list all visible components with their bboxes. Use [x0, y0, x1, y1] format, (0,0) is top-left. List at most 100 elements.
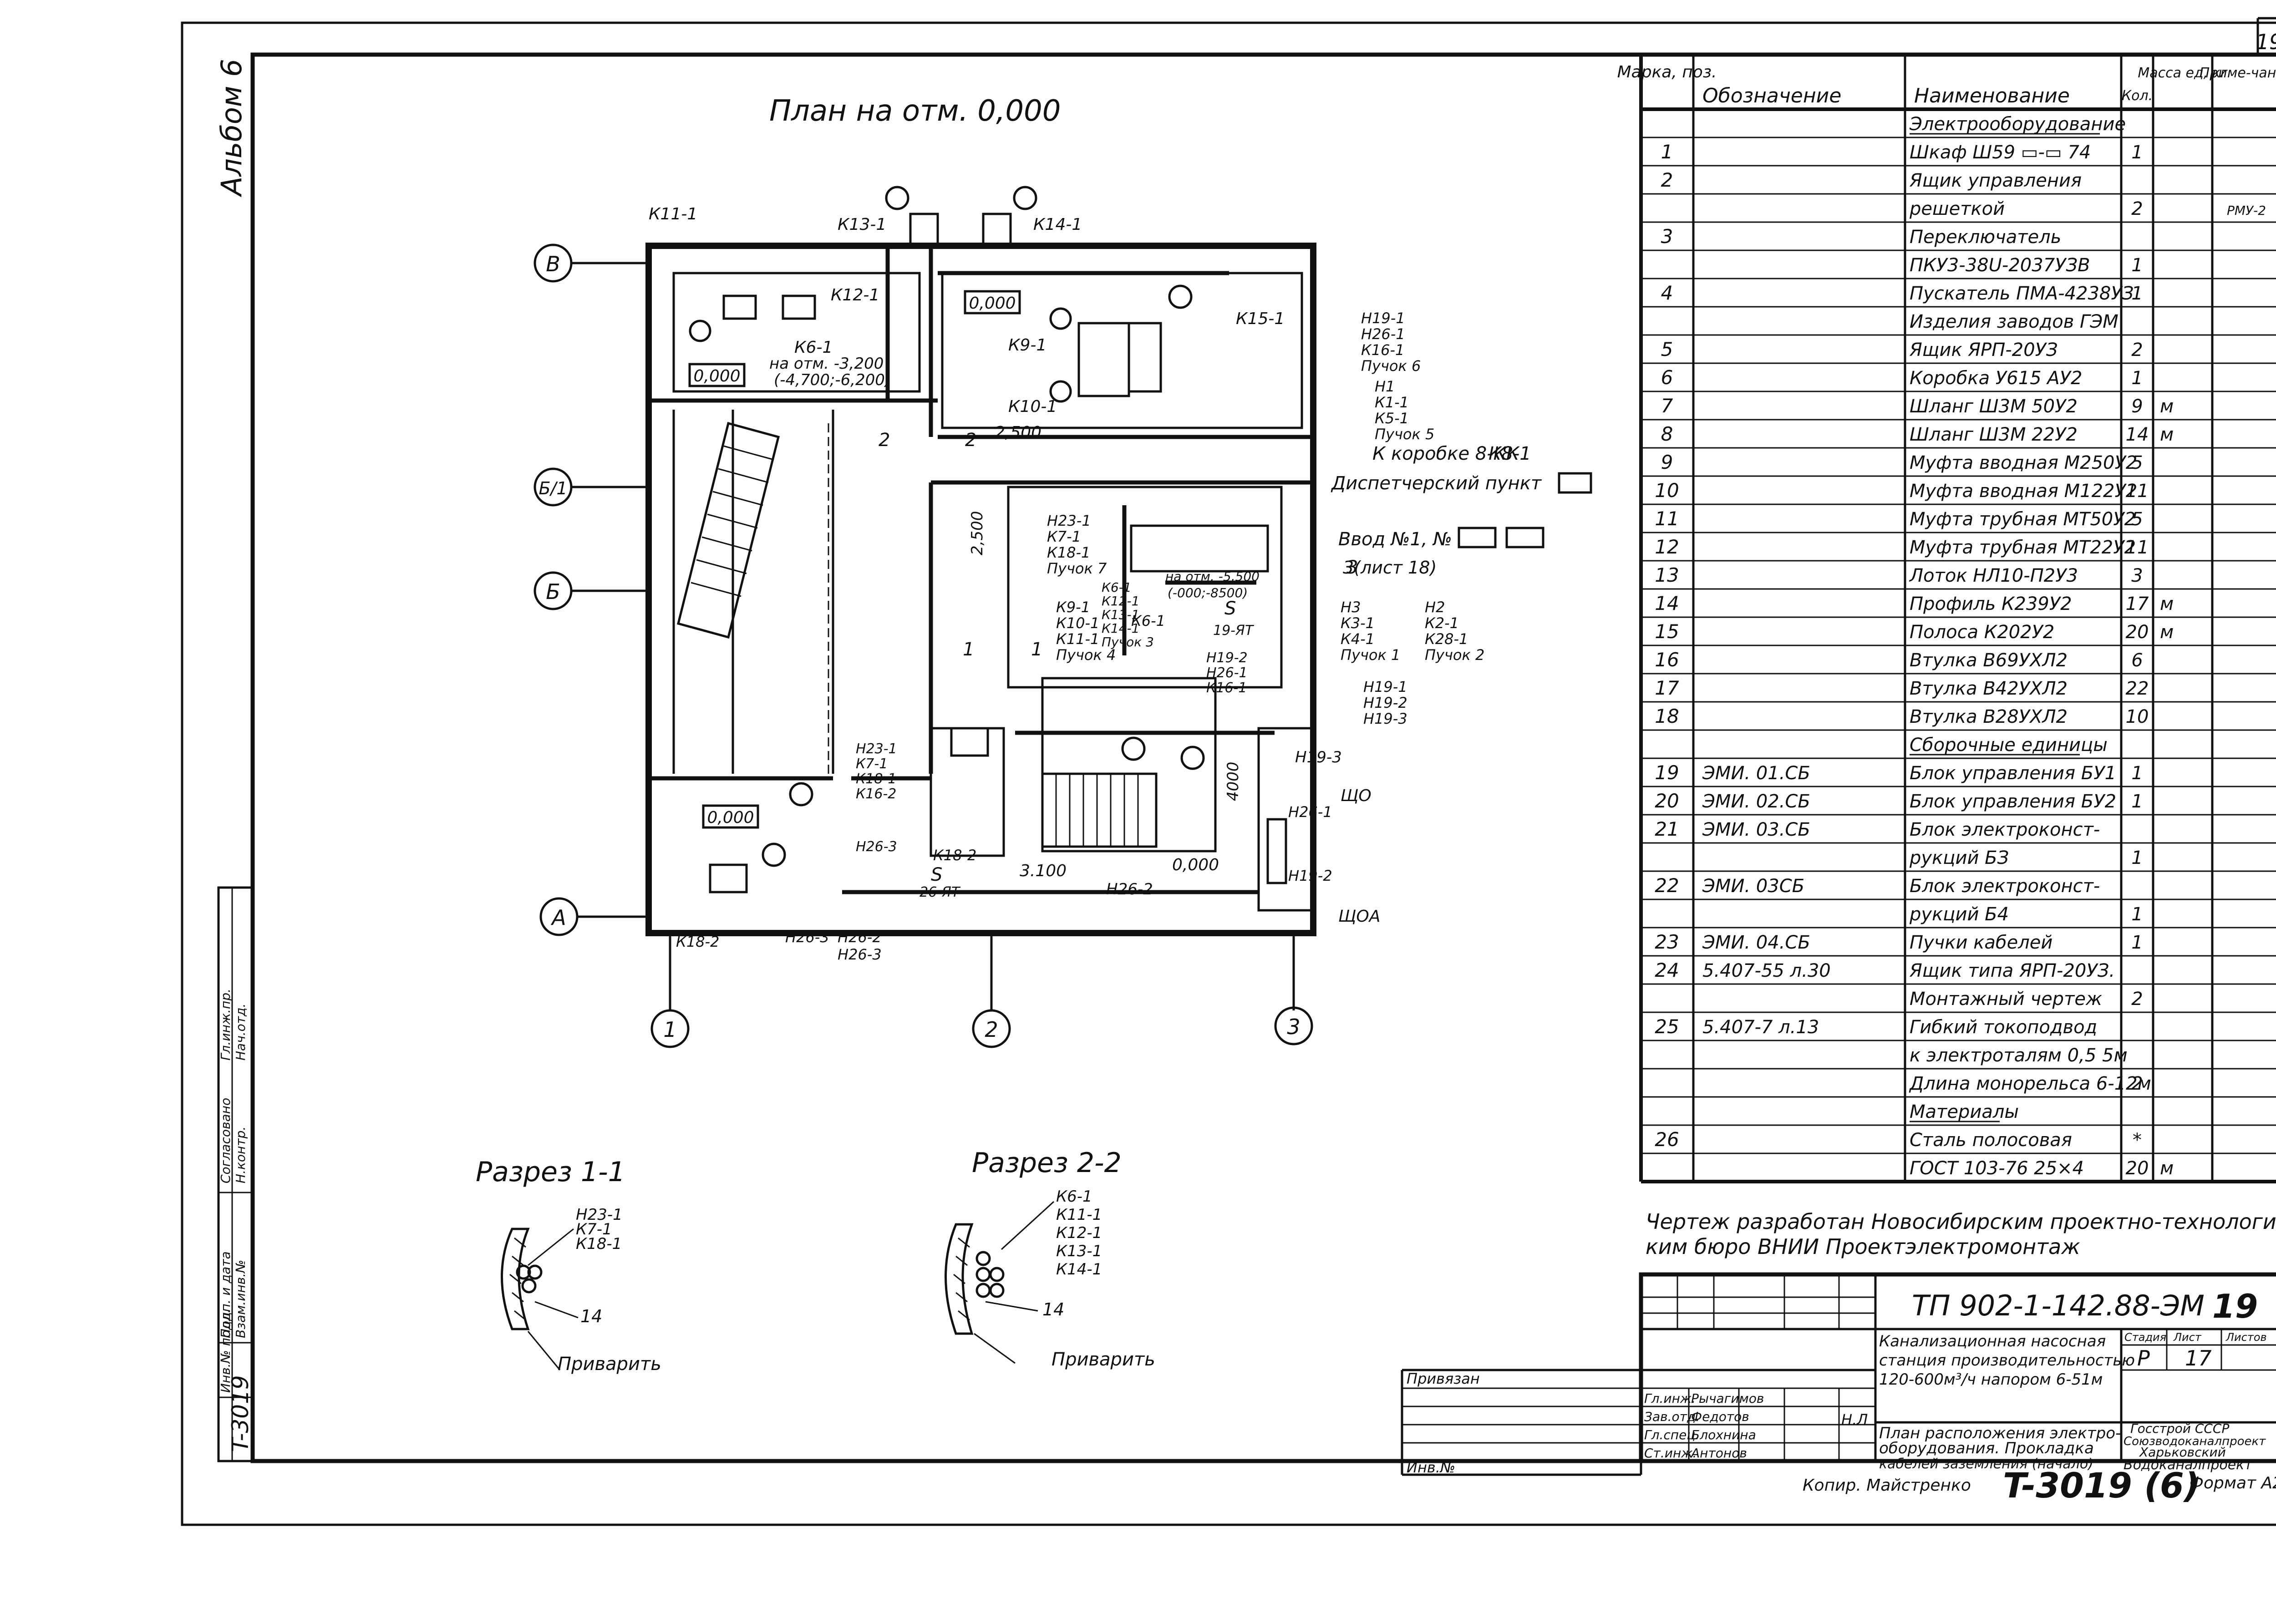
spec-row-unit: м: [2160, 396, 2174, 417]
axis-row-b: Б: [533, 571, 649, 610]
spec-row-name: Блок электроконст-: [1910, 819, 2100, 840]
left-stamp-code: T-3019: [227, 1375, 254, 1452]
axis-rows: В Б/1 Б А: [533, 244, 649, 936]
spec-row-qty: 1: [2131, 368, 2143, 389]
copied-by: Копир. Майстренко: [1803, 1476, 1971, 1495]
spec-row-name: Муфта вводная М250У2: [1910, 452, 2137, 473]
sheet-frame: [181, 17, 2276, 1526]
svg-text:Н26-1: Н26-1: [1206, 665, 1248, 681]
spec-row-name: Муфта трубная МТ22У2: [1910, 537, 2136, 558]
spec-row-name: рукций БЗ: [1909, 848, 2009, 868]
spec-row-name: Муфта трубная МТ50У2: [1910, 509, 2136, 530]
svg-text:3.100: 3.100: [1020, 862, 1067, 880]
svg-text:К10-1: К10-1: [1008, 397, 1057, 416]
svg-text:(-4,700;-6,200): (-4,700;-6,200): [774, 371, 891, 389]
spec-row-qty: 22: [2126, 678, 2149, 699]
svg-text:14: 14: [1042, 1299, 1064, 1320]
doc-sheet-no: 19: [2212, 1287, 2258, 1325]
spec-row-name: Коробка У615 АУ2: [1910, 368, 2082, 389]
left-stamp-strip: T-3019 Согласовано Гл.инж.пр. Нач.отд. Н…: [217, 886, 254, 1462]
stage-value: Р: [2137, 1346, 2150, 1370]
spec-row-qty: 5: [2131, 509, 2143, 530]
spec-row-qty: 2: [2131, 989, 2143, 1010]
spec-row-qty: 11: [2126, 537, 2149, 558]
spec-row-code: 5.407-7 л.13: [1702, 1017, 1819, 1038]
svg-text:К14-1: К14-1: [1056, 1260, 1102, 1279]
format-label: Формат А2: [2190, 1474, 2276, 1492]
svg-text:Н26-2: Н26-2: [1106, 880, 1153, 898]
spec-row-name: Шкаф Ш59 ▭-▭ 74: [1910, 142, 2091, 163]
spec-row-qty: 2: [2131, 1073, 2143, 1094]
svg-text:19-ЯТ: 19-ЯТ: [1213, 623, 1255, 639]
svg-text:0,000: 0,000: [969, 294, 1016, 313]
staircase-left: [676, 421, 780, 639]
bundle-2: Н1 К1-1 К5-1 Пучок 5: [1375, 378, 1434, 443]
spec-row-pos: 26: [1655, 1128, 1679, 1151]
bundle-8: Н19-2 Н26-1 К16-1: [1206, 650, 1248, 696]
svg-text:Б/1: Б/1: [539, 478, 567, 498]
svg-text:К11-1: К11-1: [1056, 1206, 1102, 1224]
svg-text:1: 1: [663, 1017, 676, 1042]
bundle-10: Н23-1 К7-1 К18-1 К16-2 Н26-3: [856, 741, 897, 855]
spec-row-qty: 1: [2131, 142, 2143, 163]
developer-note-1: Чертеж разработан Новосибирским проектно…: [1646, 1209, 2276, 1234]
project-line-1: Канализационная насосная: [1879, 1332, 2106, 1350]
spec-row-pos: 16: [1655, 649, 1679, 671]
spec-row-qty: 14: [2126, 424, 2149, 445]
svg-text:К11-1: К11-1: [649, 205, 697, 223]
spec-row-qty: 2: [2131, 198, 2143, 219]
svg-text:3: 3: [1346, 557, 1358, 578]
svg-text:К18-1: К18-1: [856, 771, 896, 787]
spec-header-qty: Кол.: [2122, 88, 2153, 104]
svg-text:К7-1: К7-1: [856, 756, 888, 772]
drawing-line-2: оборудования. Прокладка: [1879, 1439, 2094, 1457]
spec-row-pos: 8: [1661, 423, 1673, 445]
spec-row-name: Монтажный чертеж: [1910, 989, 2102, 1010]
spec-row-name: Блок электроконст-: [1910, 876, 2100, 897]
svg-text:К18-1: К18-1: [1047, 544, 1090, 561]
svg-text:1: 1: [1031, 639, 1042, 660]
spec-row-name: рукций Б4: [1909, 904, 2009, 925]
svg-text:1: 1: [963, 639, 974, 660]
svg-text:К5-1: К5-1: [1375, 410, 1409, 427]
spec-row-qty: 9: [2131, 396, 2143, 417]
svg-text:ЩО: ЩО: [1341, 787, 1372, 805]
org-line-4: Водоканалпроект: [2124, 1457, 2253, 1473]
svg-text:3: 3: [1287, 1015, 1300, 1039]
signer-2-name: Блохнина: [1691, 1427, 1756, 1442]
svg-text:на отм. -3,200: на отм. -3,200: [769, 355, 884, 373]
svg-text:К8-1: К8-1: [1489, 443, 1531, 464]
spec-row-pos: 12: [1655, 536, 1679, 558]
spec-row-unit: м: [2160, 622, 2174, 643]
axis-cols: 1 2 3: [650, 933, 1313, 1048]
svg-text:К11-1: К11-1: [1056, 630, 1099, 648]
left-strip-line-0: Согласовано: [218, 1098, 233, 1183]
svg-text:Пучок 6: Пучок 6: [1361, 357, 1421, 375]
signer-2-role: Гл.спец.: [1644, 1427, 1699, 1442]
svg-text:Разрез 1-1: Разрез 1-1: [476, 1156, 625, 1188]
spec-row-code: ЭМИ. 02.СБ: [1702, 791, 1810, 812]
svg-text:К6-1: К6-1: [794, 338, 833, 357]
svg-text:К7-1: К7-1: [576, 1220, 612, 1238]
spec-row-name: Ящик управления: [1909, 170, 2082, 191]
svg-text:Н19-1: Н19-1: [1363, 678, 1407, 695]
svg-text:К28-1: К28-1: [1425, 630, 1468, 648]
spec-row-name: Пускатель ПМА-4238УЗ: [1910, 283, 2134, 304]
svg-text:К9-1: К9-1: [1056, 599, 1090, 616]
stage-head: Стадия: [2124, 1331, 2166, 1344]
title-block: ТП 902-1-142.88-ЭМ 19 Привязан Инв.№ Гл.…: [1401, 1272, 2276, 1476]
project-line-3: 120-600м³/ч напором 6-51м: [1879, 1370, 2103, 1389]
spec-row-code: ЭМИ. 01.СБ: [1702, 763, 1810, 784]
spec-row-pos: 6: [1661, 366, 1673, 389]
svg-text:Ввод №1, №: Ввод №1, №: [1338, 529, 1452, 550]
spec-row-qty: 10: [2126, 706, 2149, 727]
svg-text:Н23-1: Н23-1: [576, 1206, 623, 1224]
left-strip-line-1: Гл.инж.пр.: [218, 989, 233, 1061]
bundle-4: К9-1 К10-1 К11-1 Пучок 4: [1056, 599, 1116, 664]
spec-row-name: Втулка В28УХЛ2: [1910, 706, 2068, 727]
left-strip-line-4: Инв.№ подл.: [218, 1309, 233, 1393]
axis-row-b1: Б/1: [533, 467, 649, 507]
spec-row-pos: 4: [1661, 282, 1673, 304]
spec-row-pos: 11: [1655, 508, 1679, 530]
